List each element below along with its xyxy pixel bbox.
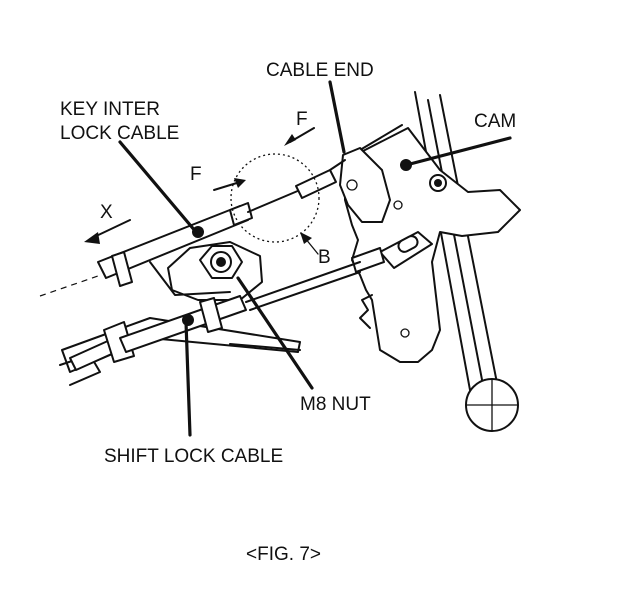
slotted-link (351, 231, 433, 273)
label-key-inter-line1: KEY INTER (60, 99, 160, 120)
label-direction-x: X (100, 202, 113, 223)
label-cam: CAM (474, 111, 516, 132)
detail-circle (230, 153, 320, 243)
shift-lock-cable-assembly (69, 261, 361, 371)
label-key-inter-line2: LOCK CABLE (60, 123, 179, 144)
label-shift-lock-cable: SHIFT LOCK CABLE (104, 446, 283, 467)
figure-caption: <FIG. 7> (246, 544, 321, 565)
label-m8-nut: M8 NUT (300, 394, 371, 415)
label-point-b: B (318, 247, 331, 268)
label-force-lower: F (190, 164, 202, 185)
cam-pivot (400, 159, 412, 171)
key-interlock-cable-assembly (39, 159, 346, 297)
m8-nut (199, 245, 243, 279)
shift-lever (414, 91, 519, 432)
cam-plate (339, 147, 447, 223)
arrows (84, 127, 315, 244)
label-cable-end: CABLE END (266, 60, 374, 81)
label-force-upper: F (296, 109, 308, 130)
leader-lines (118, 80, 512, 437)
